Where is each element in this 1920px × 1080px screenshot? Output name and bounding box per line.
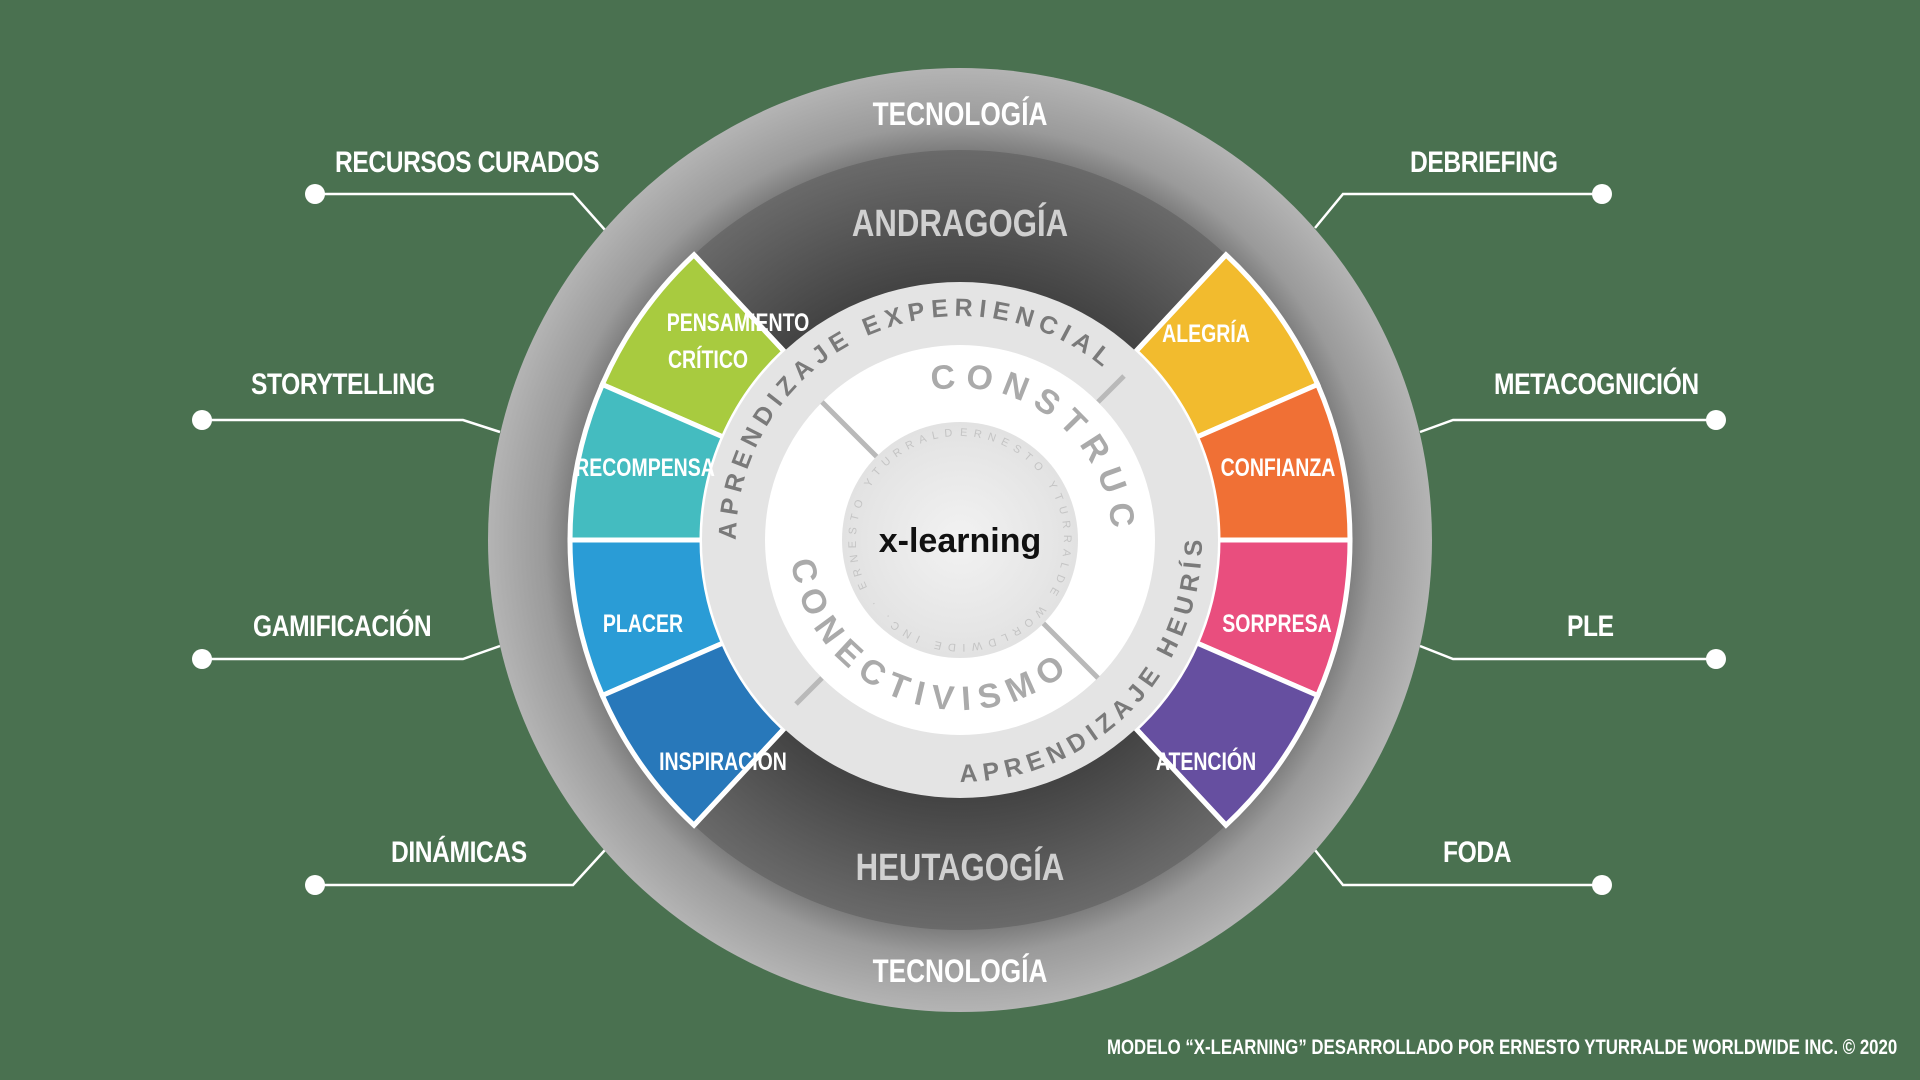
connector-lines (202, 192, 1716, 887)
segment-label-confianza: CONFIANZA (1221, 454, 1336, 482)
segment-label-atencion: ATENCIÓN (1156, 748, 1256, 776)
segment-label-placer: PLACER (603, 610, 683, 638)
footer-credit: MODELO “X-LEARNING” DESARROLLADO POR ERN… (1107, 1036, 1898, 1059)
dot-icon (1592, 184, 1612, 204)
label-gamificacion: GAMIFICACIÓN (253, 610, 432, 643)
tecnologia-top-label: TECNOLOGÍA (873, 95, 1048, 132)
segment-label-sorpresa: SORPRESA (1222, 610, 1331, 638)
connector-gamificacion (202, 644, 501, 661)
connector-recursos-curados (315, 192, 606, 231)
segment-label-pensamiento: PENSAMIENTO (667, 309, 810, 337)
segment-label-alegria: ALEGRÍA (1162, 320, 1250, 348)
segment-label-recompensa: RECOMPENSA (575, 454, 715, 482)
dot-icon (192, 649, 212, 669)
segment-divider (692, 726, 786, 827)
segment-labels: PENSAMIENTO CRÍTICO RECOMPENSA PLACER IN… (575, 309, 1335, 776)
center-circle (842, 422, 1078, 658)
label-storytelling: STORYTELLING (251, 368, 435, 401)
dot-icon (305, 184, 325, 204)
andragogia-label: ANDRAGOGÍA (852, 201, 1068, 245)
connector-metacognicion (1419, 418, 1716, 434)
segment-placer (567, 537, 727, 699)
label-metacognicion: METACOGNICIÓN (1494, 368, 1699, 401)
segment-recompensa (567, 381, 727, 543)
heutagogia-label: HEUTAGOGÍA (856, 845, 1065, 889)
dot-icon (1592, 875, 1612, 895)
segment-label-inspiracion: INSPIRACIÓN (659, 748, 787, 776)
connector-dots (192, 184, 1726, 895)
segment-inspiracion (599, 639, 788, 829)
dot-icon (1706, 649, 1726, 669)
connector-foda (1314, 849, 1602, 887)
label-ple: PLE (1567, 610, 1614, 643)
segment-divider (692, 253, 786, 354)
segment-divider (1134, 726, 1228, 827)
label-recursos-curados: RECURSOS CURADOS (335, 146, 600, 179)
connector-storytelling (202, 418, 501, 434)
connector-dinamicas (315, 849, 606, 887)
label-debriefing: DEBRIEFING (1410, 146, 1558, 179)
dot-icon (192, 410, 212, 430)
connector-ple (1419, 644, 1716, 661)
dot-icon (305, 875, 325, 895)
connector-debriefing (1314, 192, 1602, 229)
label-foda: FODA (1443, 836, 1512, 869)
segment-label-critico: CRÍTICO (668, 346, 748, 374)
inner-dividers (794, 374, 1126, 706)
colored-segments (567, 251, 1353, 829)
segment-divider (1134, 253, 1228, 354)
label-dinamicas: DINÁMICAS (391, 836, 527, 869)
center-title: x-learning (879, 522, 1041, 560)
tecnologia-bottom-label: TECNOLOGÍA (873, 952, 1048, 989)
dot-icon (1706, 410, 1726, 430)
